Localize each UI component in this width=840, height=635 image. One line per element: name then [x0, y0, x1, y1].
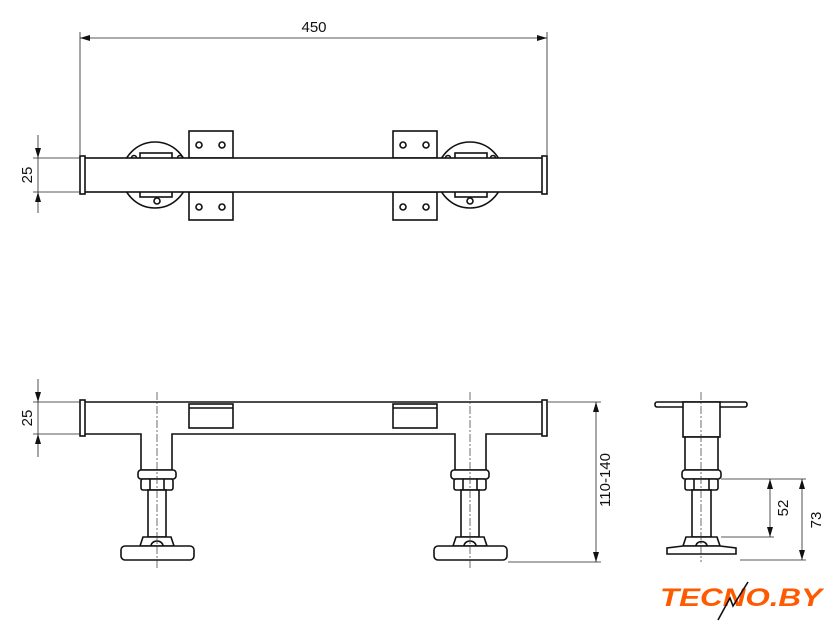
top-view: 450 25	[19, 19, 548, 221]
end-cap	[541, 399, 548, 437]
end-cap	[541, 155, 548, 195]
dim-diameter-top: 25	[19, 167, 36, 184]
logo-bolt-icon	[717, 581, 749, 621]
leg-right	[433, 392, 508, 568]
dim-diameter-front: 25	[19, 410, 36, 427]
dim-total: 73	[808, 512, 825, 529]
side-view: 52 73	[654, 392, 825, 562]
bracket	[392, 191, 438, 221]
logo: TECNO.BY	[660, 581, 825, 621]
rail-tube	[83, 157, 544, 193]
dim-height: 110-140	[597, 453, 614, 507]
clamp-body	[682, 401, 721, 438]
leg-left	[120, 392, 195, 568]
end-cap	[79, 399, 86, 437]
logo-text: TECNO.BY	[660, 584, 825, 612]
end-cap	[79, 155, 86, 195]
rail-with-legs	[83, 401, 544, 471]
dim-length: 450	[301, 19, 326, 36]
dim-adjust: 52	[775, 500, 792, 517]
front-view: 25 110-140	[19, 379, 614, 568]
